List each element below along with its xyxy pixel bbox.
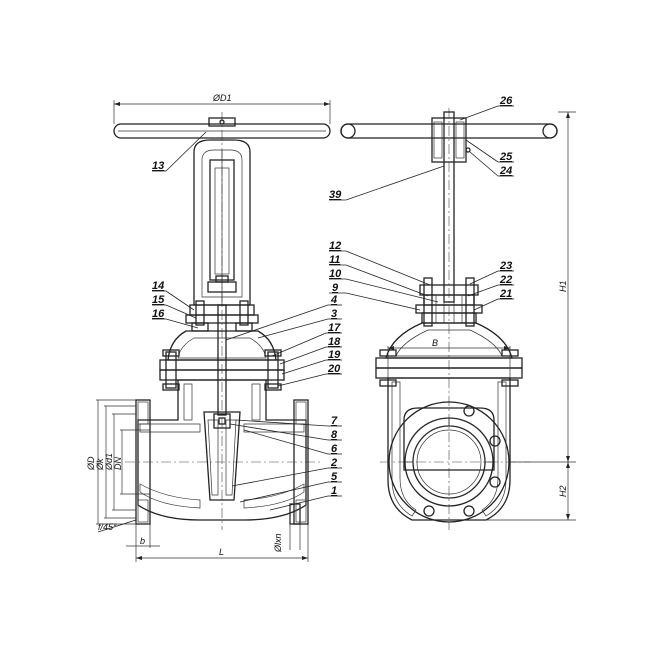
front-view	[96, 112, 331, 530]
part-label-16: 16	[152, 308, 165, 320]
part-label-10: 10	[329, 268, 342, 280]
part-label-2: 2	[330, 457, 337, 469]
part-label-26: 26	[499, 95, 513, 107]
dim-d-label: ØD	[86, 456, 96, 471]
dim-h2-label: H2	[558, 485, 568, 497]
right-flange	[293, 399, 309, 525]
dim-lxn-label: Ølxn	[273, 533, 283, 553]
part-label-1: 1	[331, 485, 337, 497]
part-label-39: 39	[329, 189, 342, 201]
dim-b-side-label: B	[432, 338, 438, 348]
part-label-17: 17	[328, 322, 341, 334]
part-label-11: 11	[329, 254, 340, 266]
side-part-labels: 26 25 24 39 12 11 10 9 23 22 21	[329, 95, 514, 311]
dim-dn-label: DN	[113, 457, 123, 470]
side-dimensions: H1 H2 B	[388, 111, 576, 521]
part-label-12: 12	[329, 240, 341, 252]
part-label-15: 15	[152, 294, 165, 306]
part-label-7: 7	[331, 415, 338, 427]
part-label-18: 18	[328, 336, 341, 348]
part-label-14: 14	[152, 280, 164, 292]
part-label-8: 8	[331, 429, 338, 441]
dim-k-label: Øk	[95, 458, 105, 471]
dim-l-label: L	[219, 547, 224, 557]
part-label-23: 23	[499, 260, 512, 272]
handwheel-hub	[208, 117, 236, 127]
dim-chamfer-label: f/45°	[98, 522, 117, 532]
wedge	[203, 411, 241, 501]
pipe-flange-circle	[388, 401, 510, 523]
front-part-labels: 13 14 15 16 4 3 17 18 19 20 7 8	[152, 131, 342, 511]
front-dimensions: ØD1 ØD Øk Ød1 DN f/45° b L Ølxn	[86, 93, 331, 562]
part-label-13: 13	[152, 160, 164, 172]
part-label-24: 24	[499, 165, 512, 177]
part-label-19: 19	[328, 349, 341, 361]
side-view	[340, 108, 558, 530]
dim-d1-small-label: Ød1	[104, 453, 114, 471]
dim-d1-label: ØD1	[212, 93, 232, 103]
yoke-frame	[193, 139, 251, 306]
part-label-20: 20	[327, 363, 341, 375]
dim-h1-label: H1	[558, 280, 568, 292]
dim-b-label: b	[140, 536, 145, 546]
left-flange	[135, 399, 151, 525]
part-label-6: 6	[331, 443, 338, 455]
part-label-5: 5	[331, 471, 338, 483]
part-label-25: 25	[499, 151, 513, 163]
part-label-3: 3	[331, 308, 337, 320]
part-label-21: 21	[499, 288, 512, 300]
part-label-4: 4	[330, 294, 337, 306]
part-label-22: 22	[499, 274, 512, 286]
part-label-9: 9	[332, 282, 339, 294]
